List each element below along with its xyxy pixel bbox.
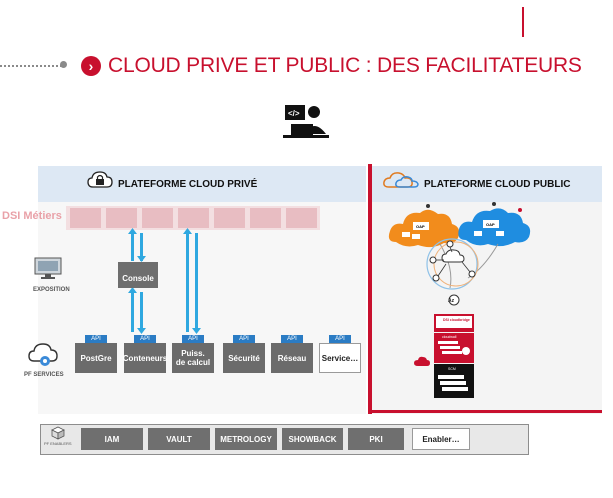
enabler-iam: IAM [81, 428, 143, 450]
api-tag: API [233, 335, 255, 344]
dsi-app-box [286, 208, 317, 228]
arrow-up [131, 233, 134, 261]
public-cloud-illustration: OAP OAP Az DSI cloudbridge cloudwall SCM [388, 202, 531, 398]
pf-enablers-cubes-icon [51, 426, 65, 440]
dsi-app-box [250, 208, 281, 228]
public-cloud-title: PLATEFORME CLOUD PUBLIC [424, 179, 571, 190]
pf-enablers-label: PF ENABLERS [44, 441, 72, 446]
enabler-other: Enabler… [412, 428, 470, 450]
header-accent-mark [522, 7, 524, 37]
lock-cloud-icon [87, 171, 113, 188]
api-tag: API [182, 335, 204, 344]
page-title: CLOUD PRIVE ET PUBLIC : DES FACILITATEUR… [108, 54, 582, 77]
arrow-up [186, 233, 189, 332]
api-tag: API [281, 335, 303, 344]
title-leader-dot [60, 61, 67, 68]
enabler-vault: VAULT [148, 428, 210, 450]
api-tag: API [329, 335, 351, 344]
title-leader-line [0, 65, 62, 67]
chevron-right-icon: › [81, 56, 101, 76]
public-cloud-panel [372, 166, 602, 414]
service-other: Service… [319, 343, 361, 373]
public-panel-underline [370, 410, 602, 413]
api-tag: API [134, 335, 156, 344]
service-postgre: PostGre [75, 343, 117, 373]
dsi-metiers-label: DSI Métiers [2, 210, 62, 222]
dsi-app-box [142, 208, 173, 228]
private-cloud-title: PLATEFORME CLOUD PRIVÉ [118, 179, 258, 190]
stack-label-cloudwall: cloudwall [442, 335, 457, 339]
svg-text:</>: </> [288, 109, 300, 118]
exposition-monitor-icon [34, 257, 62, 279]
svg-text:Az: Az [448, 298, 455, 304]
public-cloud-header [372, 166, 602, 202]
api-tag: API [85, 335, 107, 344]
public-cloud-label: OAP [416, 224, 425, 229]
arrow-heads [128, 228, 201, 334]
enabler-metrology: METROLOGY [215, 428, 277, 450]
stack-label-scm: SCM [448, 367, 456, 371]
public-cloud-icon [383, 172, 419, 188]
developer-laptop-icon: </> [283, 105, 329, 138]
service-securite: Sécurité [223, 343, 265, 373]
enabler-showback: SHOWBACK [282, 428, 343, 450]
dsi-app-box [178, 208, 209, 228]
exposition-label: EXPOSITION [33, 287, 70, 293]
private-cloud-panel [38, 166, 366, 414]
dsi-app-box [106, 208, 137, 228]
dsi-app-box [70, 208, 101, 228]
dsi-app-box [214, 208, 245, 228]
arrow-down [140, 233, 143, 261]
arrow-up [131, 292, 134, 332]
arrow-down [195, 233, 198, 332]
platform-divider [368, 164, 372, 414]
stack-label-dsi: DSI cloudbridge [443, 318, 470, 322]
service-conteneurs: Conteneurs [123, 343, 167, 373]
pf-services-label: PF SERVICES [24, 372, 64, 378]
service-puissance-calcul: Puiss. de calcul [172, 343, 214, 373]
public-cloud-label: OAP [486, 222, 495, 227]
pf-services-cloud-gear-icon [28, 343, 58, 366]
service-reseau: Réseau [271, 343, 313, 373]
enabler-pki: PKI [348, 428, 404, 450]
console-box: Console [118, 262, 158, 288]
arrow-down [140, 292, 143, 332]
